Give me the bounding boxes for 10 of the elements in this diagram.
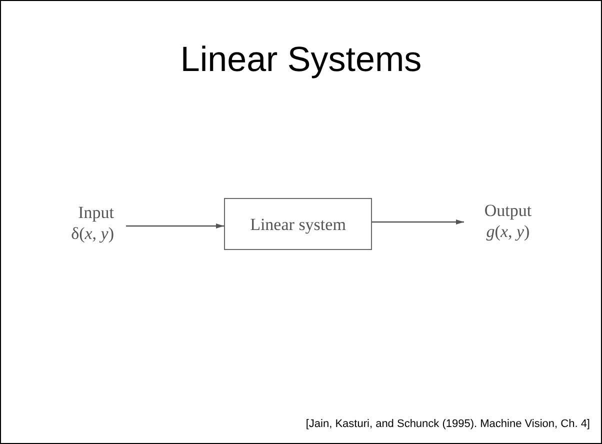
arrow xyxy=(372,220,464,224)
signal-label: δ(x, y) xyxy=(70,223,114,244)
block-label: Linear system xyxy=(250,214,346,234)
citation: [Jain, Kasturi, and Schunck (1995). Machine Vision, Ch. 4] xyxy=(306,418,590,430)
signal-label: Output xyxy=(483,200,533,221)
process-box xyxy=(224,198,372,250)
signal-label: g(x, y) xyxy=(485,221,531,242)
arrow xyxy=(126,224,224,228)
signal-label: Input xyxy=(77,202,114,223)
slide-title: Linear Systems xyxy=(179,40,423,80)
